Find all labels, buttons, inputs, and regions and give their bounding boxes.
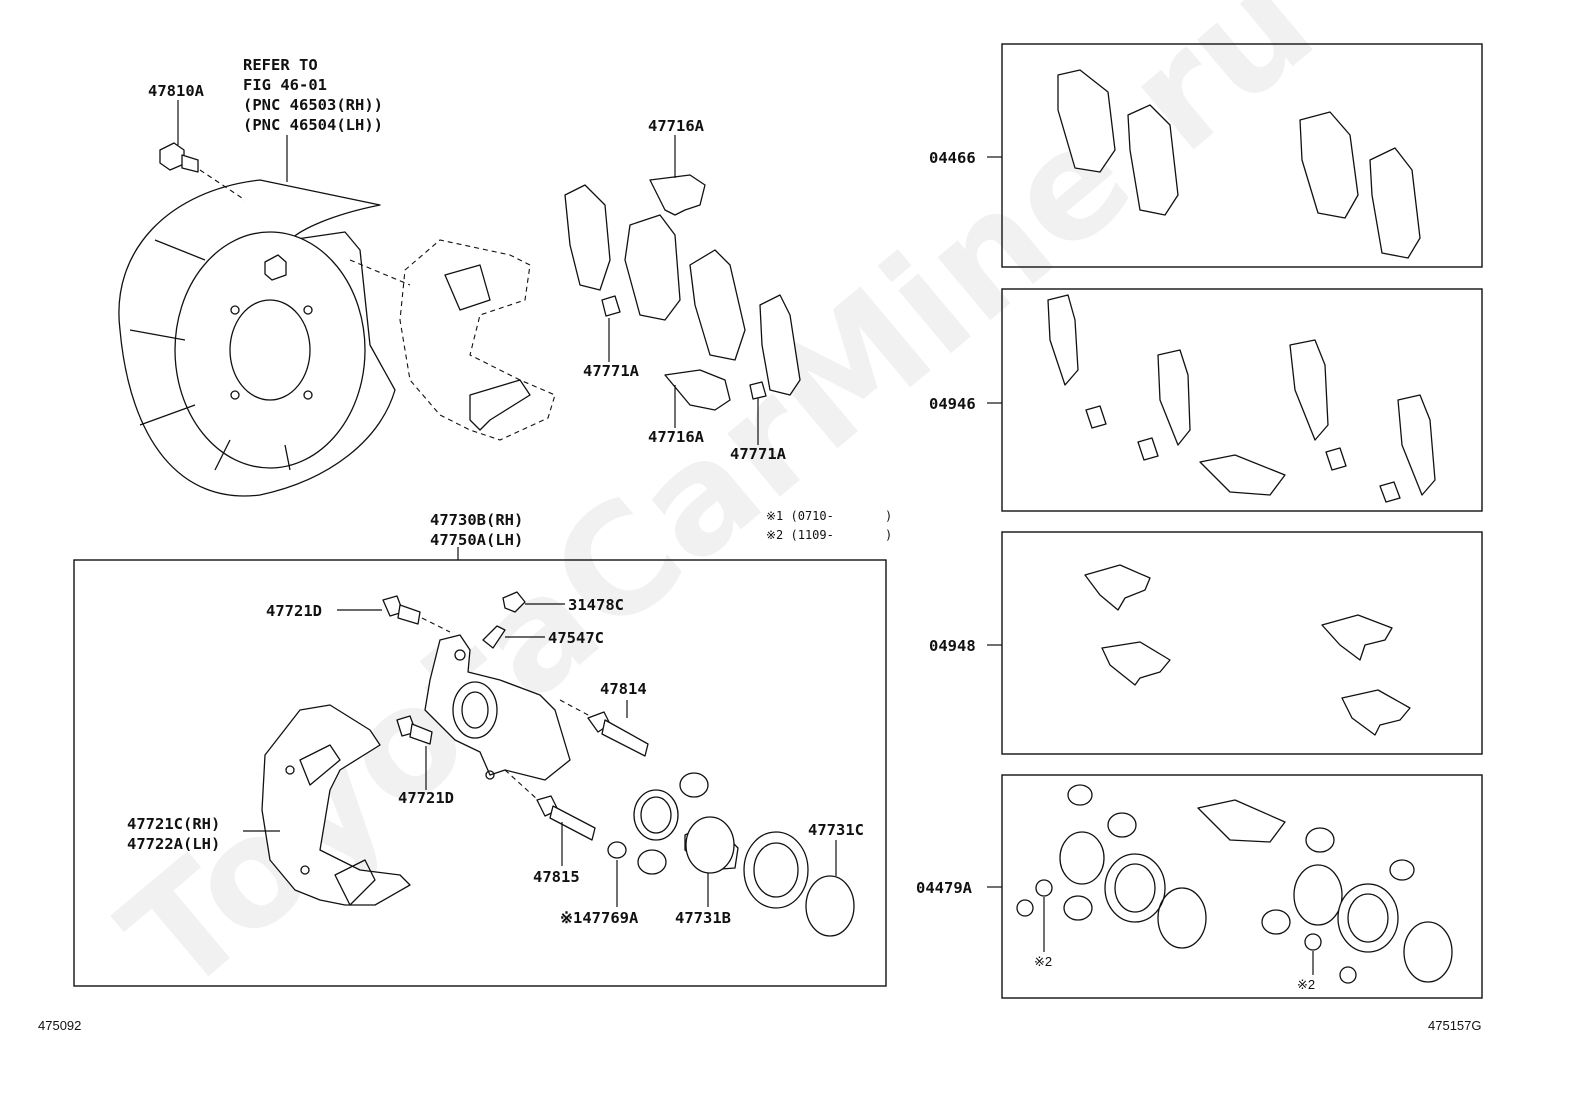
brake-pads-top <box>564 174 801 411</box>
note-1-end: ) <box>885 509 892 523</box>
label-47771a-b[interactable]: 47771A <box>730 445 787 463</box>
label-47716a-top[interactable]: 47716A <box>648 117 705 135</box>
guide-pin-upper <box>587 711 649 757</box>
mark-2-b: ※2 <box>1297 977 1315 992</box>
kit-04466-parts <box>1057 69 1421 259</box>
label-47769a[interactable]: ※147769A <box>560 909 639 927</box>
bleeder-screw <box>482 591 526 649</box>
refer-note-line-2: FIG 46-01 <box>243 76 327 94</box>
label-kit-04466[interactable]: 04466 <box>929 149 976 167</box>
bolt-47810a <box>159 142 199 173</box>
note-2: ※2 (1109- <box>766 528 834 542</box>
dust-cover-plate <box>118 179 396 497</box>
note-1: ※1 (0710- <box>766 509 834 523</box>
label-47721c[interactable]: 47721C(RH) <box>127 815 220 833</box>
seal-ring <box>805 875 855 937</box>
label-47771a-a[interactable]: 47771A <box>583 362 640 380</box>
label-47547c[interactable]: 47547C <box>548 629 604 647</box>
label-caliper-lh[interactable]: 47750A(LH) <box>430 531 523 549</box>
label-47814[interactable]: 47814 <box>600 680 647 698</box>
mark-2-a: ※2 <box>1034 954 1052 969</box>
label-47721d-b[interactable]: 47721D <box>398 789 454 807</box>
piston-seal-ring <box>633 789 679 841</box>
mounting-bracket-top <box>399 239 556 441</box>
label-47810a[interactable]: 47810A <box>148 82 205 100</box>
kit-box-04948 <box>1001 531 1483 755</box>
piston <box>684 816 739 874</box>
caliper-assembly-frame <box>73 559 887 987</box>
label-47721d-a[interactable]: 47721D <box>266 602 322 620</box>
label-kit-04479a[interactable]: 04479A <box>916 879 973 897</box>
kit-box-04946 <box>1001 288 1483 512</box>
label-47722a[interactable]: 47722A(LH) <box>127 835 220 853</box>
label-31478c[interactable]: 31478C <box>568 596 624 614</box>
label-47731c[interactable]: 47731C <box>808 821 864 839</box>
caliper-bolt-upper <box>382 595 421 625</box>
refer-note-line-3: (PNC 46503(RH)) <box>243 96 383 114</box>
label-47716a-bottom[interactable]: 47716A <box>648 428 705 446</box>
guide-pin-lower <box>536 795 596 841</box>
leader-lines <box>177 100 1314 975</box>
label-kit-04948[interactable]: 04948 <box>929 637 976 655</box>
kit-04946-parts <box>1047 294 1436 503</box>
caliper-mounting-bracket <box>261 704 411 906</box>
footer-right-code: 475157G <box>1428 1018 1482 1033</box>
footer-left-code: 475092 <box>38 1018 81 1033</box>
label-caliper-rh[interactable]: 47730B(RH) <box>430 511 523 529</box>
label-kit-04946[interactable]: 04946 <box>929 395 976 413</box>
note-2-end: ) <box>885 528 892 542</box>
refer-note-line-1: REFER TO <box>243 56 318 74</box>
kit-box-04466 <box>1001 43 1483 268</box>
caliper-body <box>424 634 571 781</box>
caliper-bolt-lower <box>396 715 433 745</box>
label-47815[interactable]: 47815 <box>533 868 580 886</box>
refer-note-line-4: (PNC 46504(LH)) <box>243 116 383 134</box>
kit-04479a-parts <box>1016 784 1453 984</box>
label-47731b[interactable]: 47731B <box>675 909 731 927</box>
boots-small <box>607 772 709 875</box>
cylinder-boot <box>743 831 809 909</box>
kit-04948-parts <box>1084 564 1411 736</box>
